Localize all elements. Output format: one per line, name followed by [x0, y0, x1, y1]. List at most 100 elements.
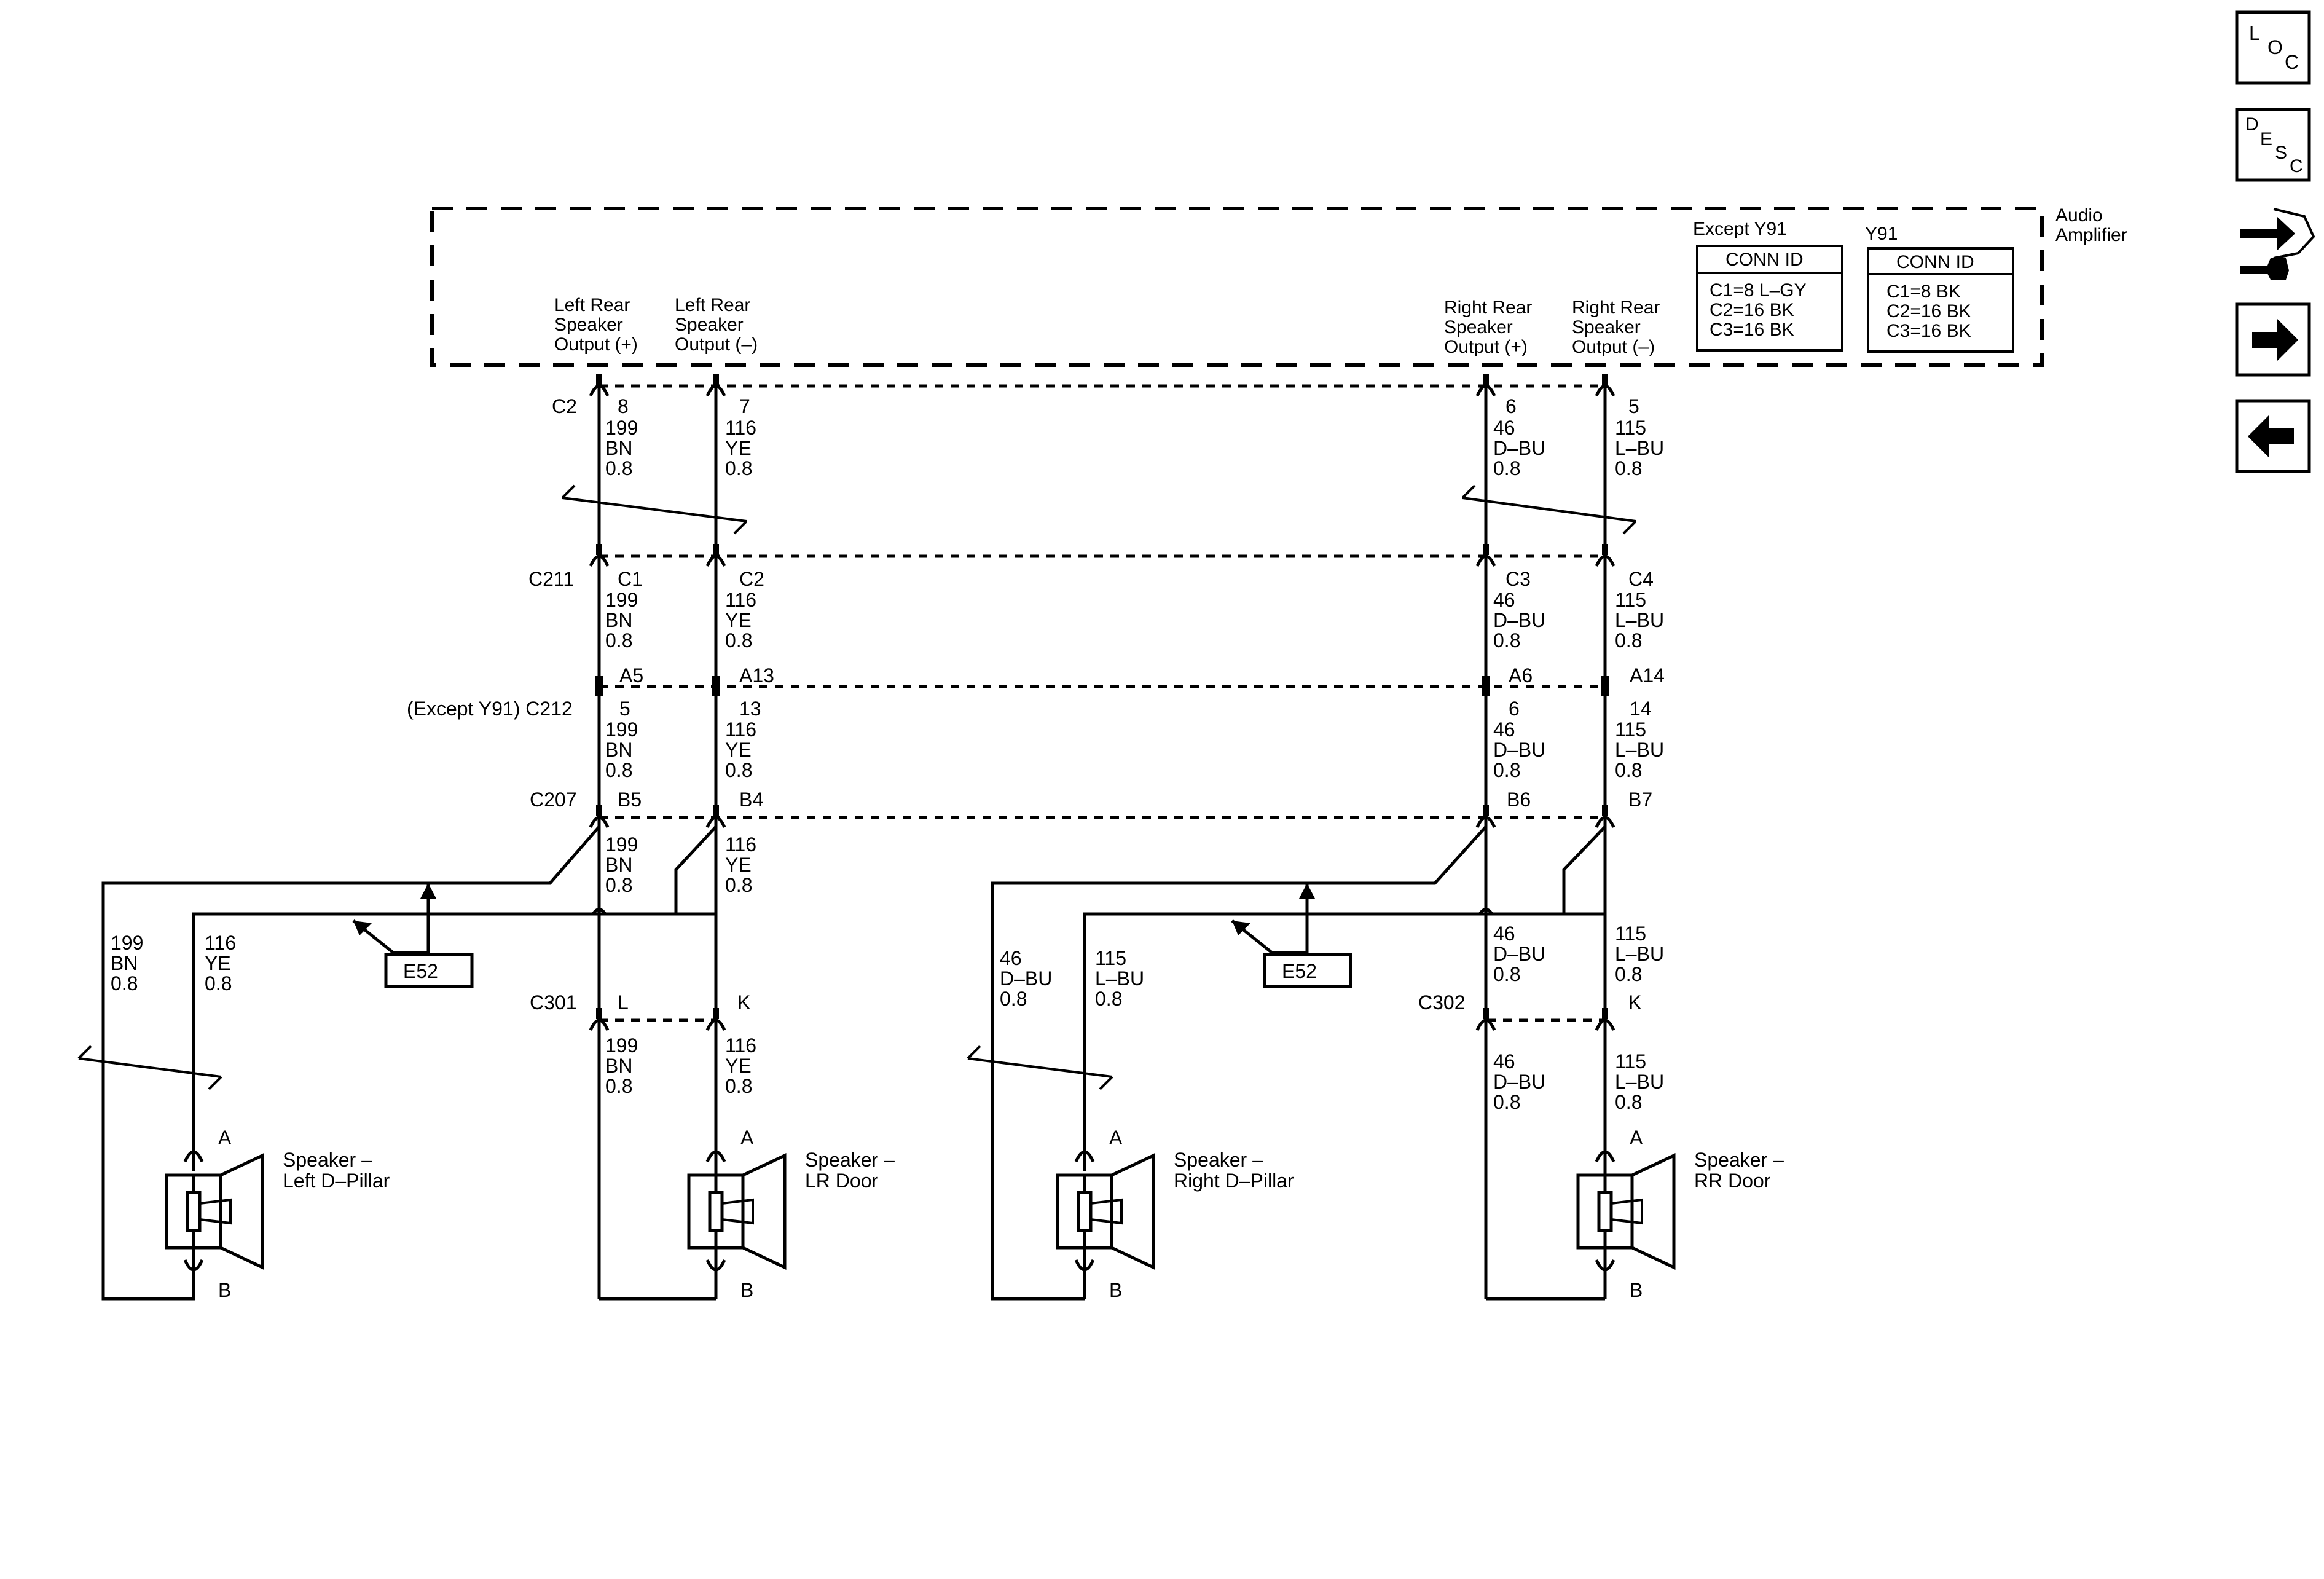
connector-c207-label: C207 — [530, 789, 577, 811]
twist-mark-left-pillar — [78, 1057, 222, 1078]
terminal-0-1 — [705, 374, 726, 397]
svg-text:8: 8 — [618, 395, 629, 417]
svg-text:0.8: 0.8 — [605, 759, 632, 781]
output-label-rr-neg: Right Rear Speaker Output (–) — [1572, 297, 1660, 357]
svg-text:A5: A5 — [619, 664, 643, 687]
svg-text:A13: A13 — [739, 664, 774, 687]
svg-text:D–BU: D–BU — [1493, 609, 1545, 631]
svg-text:Output (+): Output (+) — [554, 334, 638, 355]
ground-e52-right: E52 — [1231, 883, 1352, 988]
schematic-wrench-icon[interactable] — [2240, 208, 2315, 280]
svg-text:L–BU: L–BU — [1615, 739, 1664, 761]
ground-e52-left-label: E52 — [403, 960, 438, 982]
svg-text:5: 5 — [1628, 395, 1639, 417]
svg-text:0.8: 0.8 — [605, 1075, 632, 1097]
svg-text:L–BU: L–BU — [1615, 1071, 1664, 1093]
svg-text:C3=16 BK: C3=16 BK — [1886, 321, 1971, 341]
svg-text:YE: YE — [725, 609, 752, 631]
svg-text:46: 46 — [1493, 589, 1515, 611]
svg-text:0.8: 0.8 — [1615, 457, 1642, 479]
svg-text:0.8: 0.8 — [1615, 963, 1642, 985]
svg-text:Speaker: Speaker — [1444, 317, 1513, 337]
svg-text:A14: A14 — [1630, 664, 1665, 687]
svg-text:C1: C1 — [618, 568, 643, 590]
twist-mark-left — [562, 497, 747, 522]
terminal-c212-0 — [595, 676, 603, 696]
label-rr-pos-2: 46D–BU0.8 — [1493, 719, 1545, 781]
svg-text:B6: B6 — [1507, 789, 1531, 811]
svg-text:L–BU: L–BU — [1615, 943, 1664, 965]
svg-text:46: 46 — [1493, 417, 1515, 439]
svg-text:C2: C2 — [739, 568, 764, 590]
pins-c212-bottom: 5 13 6 14 — [619, 698, 1652, 720]
svg-text:0.8: 0.8 — [1493, 1091, 1520, 1113]
output-label-lr-pos: Left Rear Speaker Output (+) — [554, 295, 638, 355]
svg-text:0.8: 0.8 — [1493, 457, 1520, 479]
svg-text:L: L — [618, 991, 629, 1014]
svg-text:BN: BN — [605, 437, 632, 459]
conn-id-table-y91: Y91 CONN ID C1=8 BK C2=16 BK C3=16 BK — [1865, 224, 2014, 353]
arrow-left-icon — [2248, 415, 2294, 458]
svg-text:0.8: 0.8 — [1493, 629, 1520, 652]
prev-page-button[interactable] — [2235, 399, 2311, 473]
svg-text:Left Rear: Left Rear — [675, 295, 750, 315]
svg-text:YE: YE — [205, 952, 231, 974]
desc-letter-d: D — [2245, 114, 2259, 135]
svg-text:116: 116 — [725, 589, 756, 611]
speaker-2-label-2: Right D–Pillar — [1174, 1170, 1294, 1192]
svg-text:C3=16 BK: C3=16 BK — [1710, 320, 1794, 340]
speaker-2-label-1: Speaker – — [1174, 1149, 1263, 1171]
svg-text:0.8: 0.8 — [1615, 1091, 1642, 1113]
svg-text:46: 46 — [1493, 719, 1515, 741]
svg-text:L–BU: L–BU — [1615, 437, 1664, 459]
svg-text:0.8: 0.8 — [725, 629, 752, 652]
desc-letter-e: E — [2260, 129, 2272, 149]
svg-text:13: 13 — [739, 698, 761, 720]
connector-c212-label: (Except Y91) C212 — [407, 698, 573, 720]
svg-text:Output (–): Output (–) — [1572, 337, 1655, 357]
svg-text:BN: BN — [605, 854, 632, 876]
next-page-button[interactable] — [2235, 302, 2311, 377]
desc-button[interactable]: D E S C — [2235, 108, 2311, 182]
svg-text:Right Rear: Right Rear — [1572, 297, 1660, 318]
svg-text:199: 199 — [111, 932, 143, 954]
connector-terminals — [589, 374, 1615, 1031]
terminal-0-0 — [589, 374, 610, 397]
connector-c2-label: C2 — [552, 395, 577, 417]
svg-text:46: 46 — [1000, 947, 1022, 969]
svg-text:115: 115 — [1095, 947, 1126, 969]
speaker-0-label-1: Speaker – — [283, 1149, 372, 1171]
svg-text:6: 6 — [1509, 698, 1520, 720]
label-rr-pos-4: 46D–BU0.8 — [1493, 1050, 1545, 1113]
svg-text:0.8: 0.8 — [605, 629, 632, 652]
svg-text:0.8: 0.8 — [205, 972, 232, 994]
pins-c212-top: A5 A13 A6 A14 — [619, 664, 1665, 687]
svg-text:C3: C3 — [1505, 568, 1531, 590]
pins-c211: C1 C2 C3 C4 — [618, 568, 1654, 590]
svg-text:115: 115 — [1615, 589, 1646, 611]
terminal-c301-302-1 — [705, 1008, 726, 1031]
conn-id-table-except-y91: Except Y91 CONN ID C1=8 L–GY C2=16 BK C3… — [1693, 219, 1843, 352]
connector-c302-label: C302 — [1418, 991, 1466, 1014]
loc-button[interactable]: L O C — [2235, 10, 2311, 85]
speaker-3-label-1: Speaker – — [1694, 1149, 1784, 1171]
output-label-rr-pos: Right Rear Speaker Output (+) — [1444, 297, 1532, 357]
svg-text:0.8: 0.8 — [605, 874, 632, 896]
svg-text:0.8: 0.8 — [1493, 759, 1520, 781]
terminal-2-0 — [589, 805, 610, 829]
svg-text:K: K — [737, 991, 750, 1014]
svg-text:5: 5 — [619, 698, 630, 720]
svg-text:B7: B7 — [1628, 789, 1652, 811]
pins-c207: B5 B4 B6 B7 — [618, 789, 1652, 811]
